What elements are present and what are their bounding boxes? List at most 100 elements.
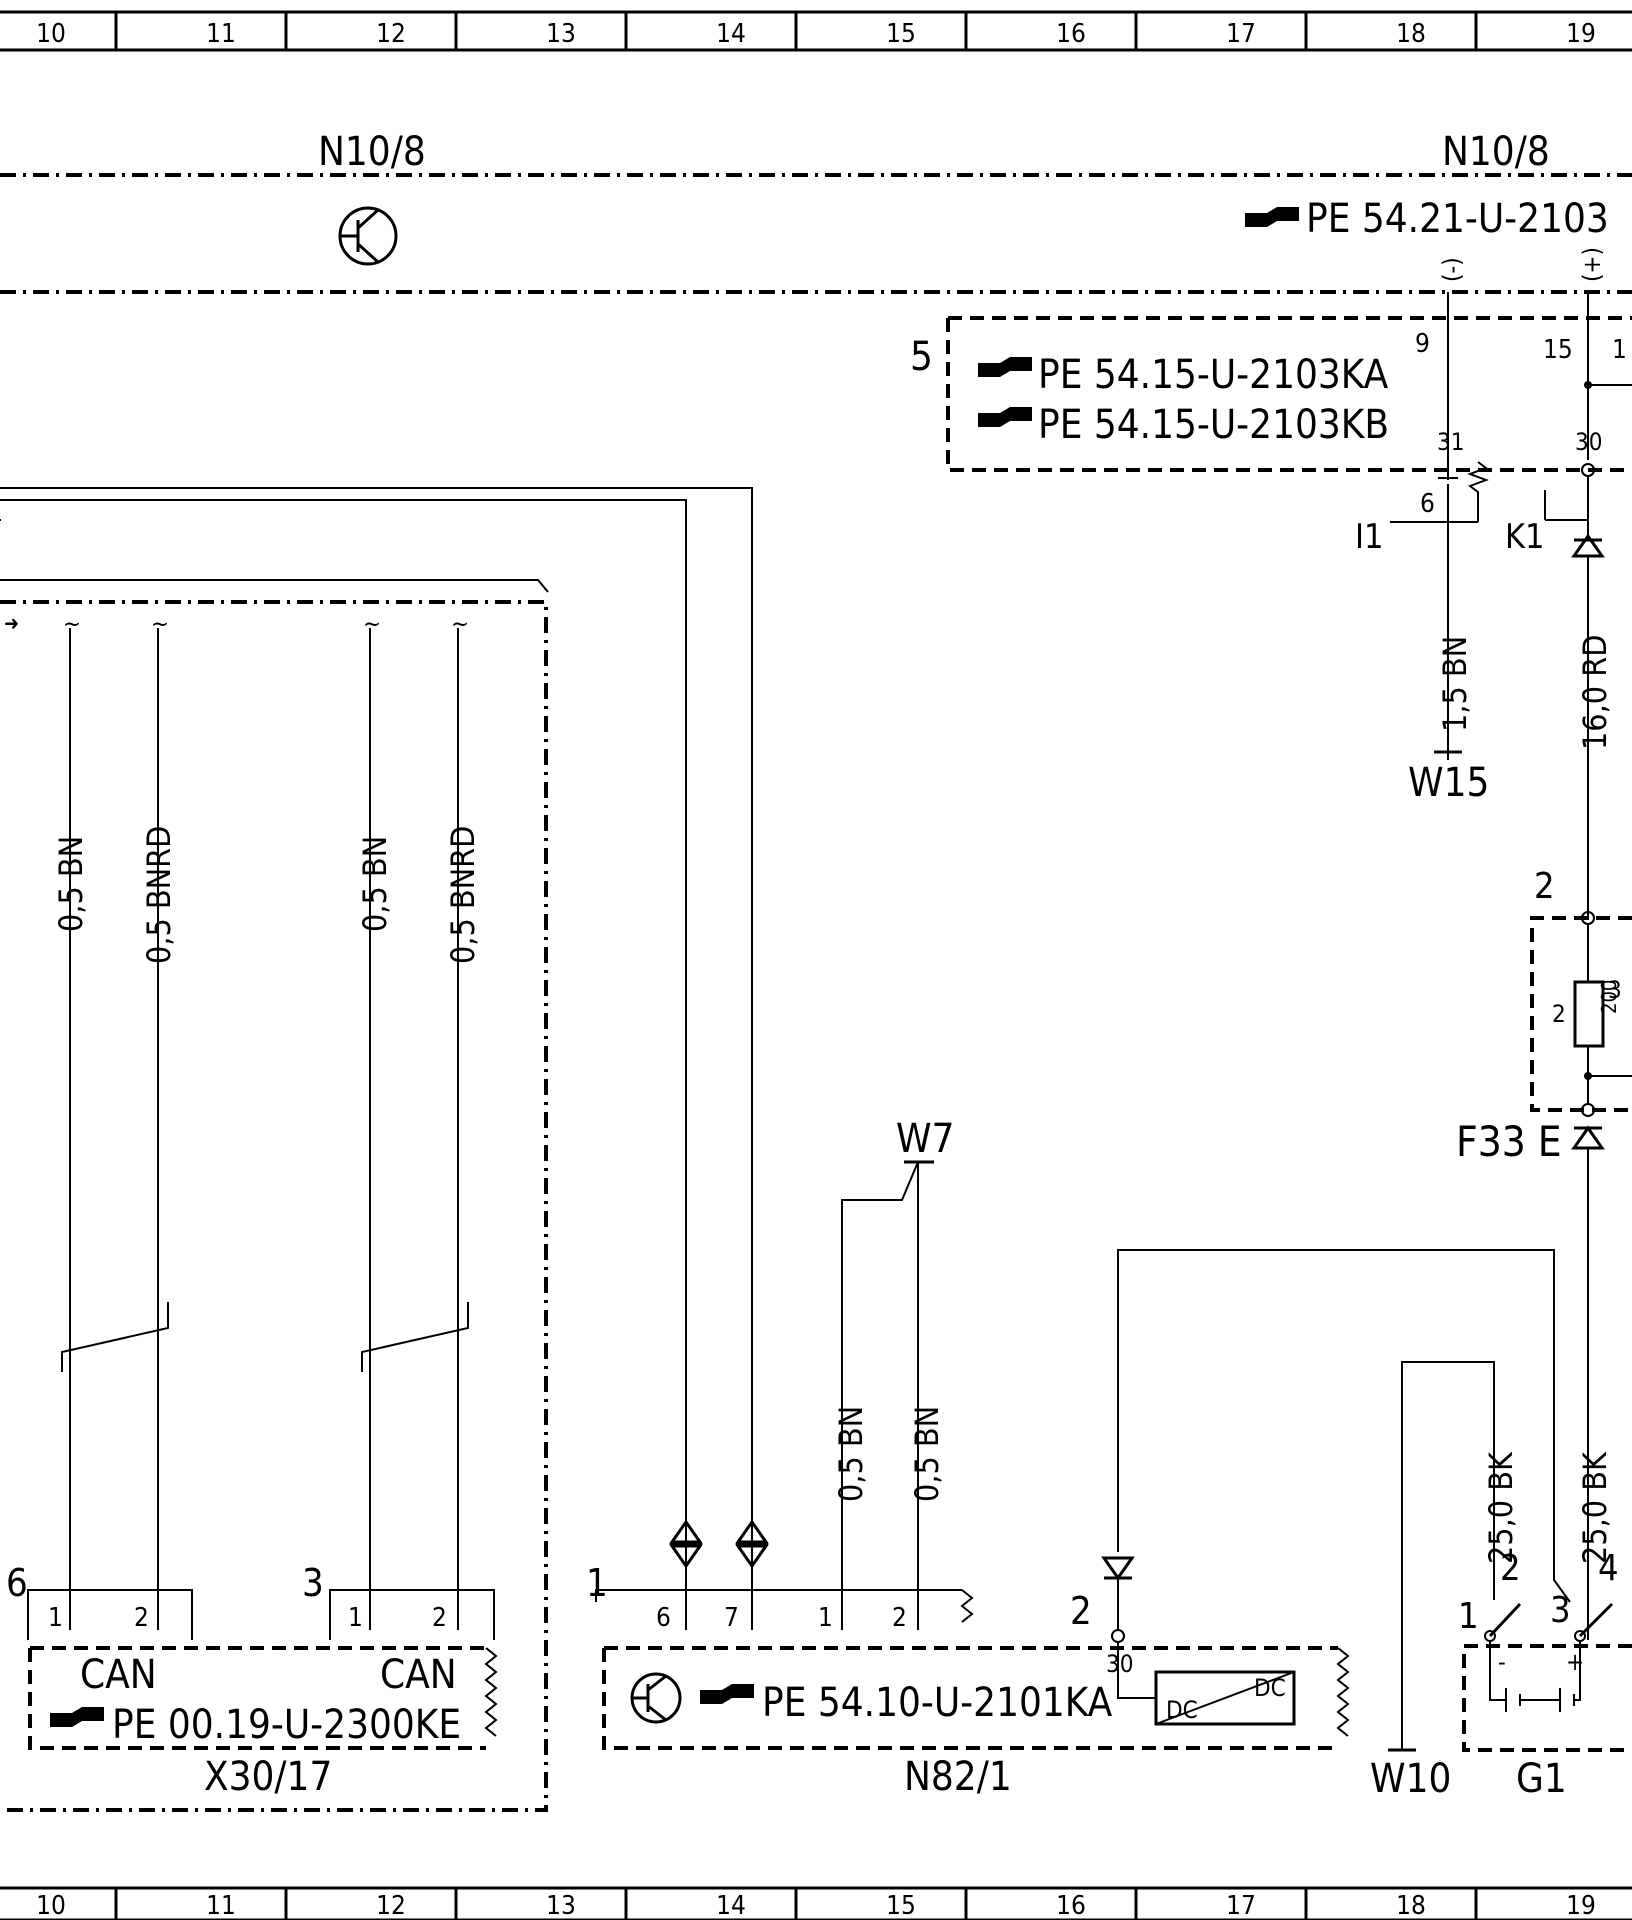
g1-battery: 1 2 3 4 - + G1	[1458, 1548, 1632, 1802]
n82-pin-6: 6	[656, 1603, 671, 1633]
grid-column-label: 11	[206, 1891, 236, 1920]
grid-ruler-bottom: 10 11 12 13 14 15 16 17 18 19	[0, 1886, 1632, 1920]
ref-5a: PE 54.15-U-2103KA	[1038, 352, 1389, 398]
double-arrow-icon	[669, 1519, 703, 1569]
x30-pin-2b: 2	[432, 1603, 447, 1633]
grid-column-label: 12	[376, 19, 406, 49]
wire-1-5-bn: 1,5 BN	[1436, 636, 1474, 732]
grid-column-label: 18	[1396, 1891, 1426, 1920]
can-wires: ~ ~ ~ ~ 0,5 BN 0,5 BNRD 0,5 BN 0,5 BNRD	[52, 610, 482, 1630]
w10-label: W10	[1370, 1756, 1451, 1802]
wire-bn-4: 0,5 BN	[908, 1406, 946, 1502]
grid-column-label: 13	[546, 19, 576, 49]
wire-terminal-mark: ~	[151, 610, 169, 638]
n10-8-left-label: N10/8	[318, 129, 426, 175]
ref-5b: PE 54.15-U-2103KB	[1038, 402, 1389, 448]
ref-n82: PE 54.10-U-2101KA	[762, 1680, 1113, 1726]
can-label-2: CAN	[380, 1652, 457, 1698]
g1-plus: +	[1566, 1648, 1584, 1676]
dc-left: DC	[1166, 1696, 1198, 1724]
pointing-hand-icon	[50, 1707, 104, 1727]
x30-pin-6: 6	[6, 1561, 28, 1605]
pin-plus: (+)	[1578, 247, 1606, 282]
fuse-left-2: 2	[1552, 1000, 1566, 1028]
grid-column-label: 14	[716, 1891, 746, 1920]
g1-label: G1	[1516, 1756, 1567, 1802]
grid-column-label: 13	[546, 1891, 576, 1920]
grid-column-label: 10	[36, 1891, 66, 1920]
ref-top-right: PE 54.21-U-2103	[1306, 196, 1609, 242]
w10-ground: W10 25,0 BK	[1370, 1361, 1520, 1802]
g1-pin-3: 3	[1550, 1590, 1571, 1631]
g1-pin-2: 2	[1500, 1548, 1521, 1589]
x30-pin-3: 3	[302, 1561, 324, 1605]
grid-column-label: 16	[1056, 19, 1086, 49]
pin-1-top: 1	[1612, 335, 1627, 365]
wire-terminal-mark: ~	[363, 610, 381, 638]
n82-pin-2b: 2	[892, 1603, 907, 1633]
wire-16-rd: 16,0 RD	[1576, 635, 1614, 750]
pin-6-i1: 6	[1420, 489, 1435, 519]
can-label-1: CAN	[80, 1652, 157, 1698]
x30-17-label: X30/17	[204, 1754, 332, 1800]
box5-number: 5	[910, 334, 933, 380]
n82-pin-2: 2	[1070, 1589, 1092, 1633]
dc-right: DC	[1254, 1674, 1286, 1702]
grid-column-label: 18	[1396, 19, 1426, 49]
n82-pin-1: 1	[586, 1561, 608, 1605]
grid-column-label: 15	[886, 1891, 916, 1920]
grid-ruler-top: 10 11 12 13 14 15 16 17 18 19	[0, 10, 1632, 52]
grid-column-label: 17	[1226, 1891, 1256, 1920]
box-5: 5 PE 54.15-U-2103KA PE 54.15-U-2103KB 9 …	[910, 316, 1632, 472]
wire-bnrd-2: 0,5 BNRD	[444, 826, 482, 964]
pointing-hand-icon	[978, 407, 1032, 427]
w7-label: W7	[896, 1116, 954, 1162]
i1-label: I1	[1355, 517, 1383, 557]
fuse-pin-2: 2	[1534, 866, 1555, 907]
wire-bn-1: 0,5 BN	[52, 836, 90, 932]
n82-1-section: W7 0,5 BN 0,5 BN 1 6 7 1 2 2 30	[586, 490, 1571, 1800]
x30-pin-2a: 2	[134, 1603, 149, 1633]
grid-column-label: 15	[886, 19, 916, 49]
pin-31: 31	[1437, 428, 1464, 456]
ref-x30: PE 00.19-U-2300KE	[112, 1702, 461, 1748]
fuse-value: 200	[1597, 980, 1621, 1014]
grid-column-label: 16	[1056, 1891, 1086, 1920]
transistor-icon	[630, 1672, 682, 1724]
x30-pin-1b: 1	[348, 1603, 363, 1633]
transistor-icon	[338, 206, 398, 266]
n10-8-band: N10/8 N10/8 PE 54.21-U-2103	[0, 129, 1632, 294]
g1-pin-1: 1	[1458, 1596, 1479, 1637]
wire-bk-1: 25,0 BK	[1482, 1451, 1520, 1564]
n82-1-label: N82/1	[904, 1754, 1012, 1800]
x30-17-frame: ➜	[0, 487, 753, 1812]
wire-bn-2: 0,5 BN	[356, 836, 394, 932]
x30-17-connector: 6 1 2 3 1 2 CAN CAN PE 00.19-U-2300KE X3…	[6, 1561, 498, 1800]
pin-9: 9	[1415, 329, 1430, 359]
wire-terminal-mark: ~	[451, 610, 469, 638]
grid-column-label: 14	[716, 19, 746, 49]
g1-minus: -	[1498, 1648, 1506, 1676]
n10-8-right-label: N10/8	[1442, 129, 1550, 175]
grid-column-label: 11	[206, 19, 236, 49]
w15-label: W15	[1408, 760, 1489, 806]
n82-pin-7: 7	[724, 1603, 739, 1633]
n82-pin-30: 30	[1106, 1650, 1133, 1678]
wire-terminal-mark: ~	[63, 610, 81, 638]
arrow-glyph: ➜	[4, 611, 19, 635]
wire-bk-2: 25,0 BK	[1576, 1451, 1614, 1564]
pointing-hand-icon	[1245, 207, 1299, 227]
right-wires: (-) (+) 6 I1 K1 1,5 BN W15 16,0 RD	[1355, 247, 1632, 920]
wire-bn-3: 0,5 BN	[832, 1406, 870, 1502]
fuse-f33: 2 200 2 3 F33 E 25,0 BK	[1456, 866, 1632, 1640]
x30-pin-1a: 1	[48, 1603, 63, 1633]
pointing-hand-icon	[700, 1684, 754, 1704]
wire-bnrd-1: 0,5 BNRD	[140, 826, 178, 964]
double-arrow-icon	[735, 1519, 769, 1569]
grid-column-label: 12	[376, 1891, 406, 1920]
grid-column-label: 17	[1226, 19, 1256, 49]
grid-column-label: 10	[36, 19, 66, 49]
grid-column-label: 19	[1566, 19, 1596, 49]
grid-column-label: 19	[1566, 1891, 1596, 1920]
